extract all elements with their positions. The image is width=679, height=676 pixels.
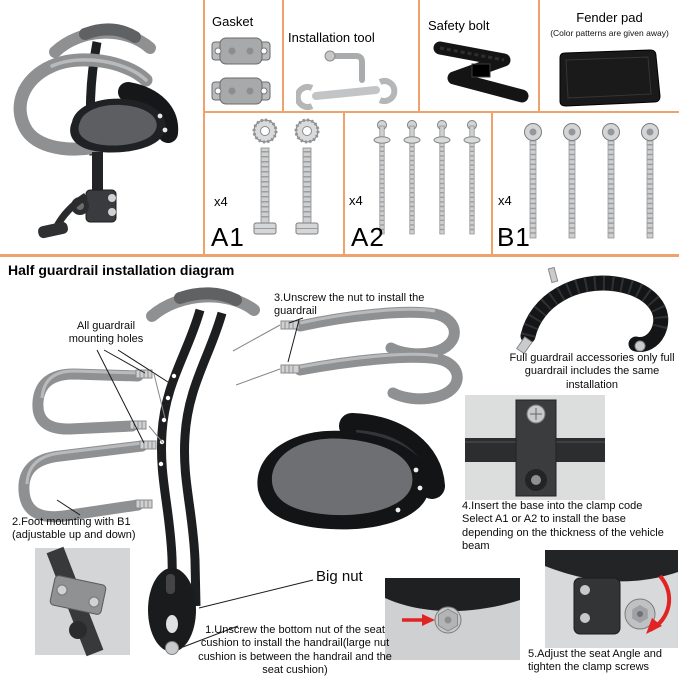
seat-drawing (257, 413, 445, 530)
product-photo-bike-seat-image (13, 23, 179, 239)
b1-code: B1 (497, 222, 531, 252)
b1-qty: x4 (498, 193, 512, 208)
a1-qty: x4 (214, 194, 228, 209)
label-step5: 5.Adjust the seat Angle and tighten the … (528, 648, 662, 674)
right-guardrail-drawing (280, 306, 463, 405)
a2-code: A2 (351, 222, 385, 252)
clamp-screw-photo (545, 550, 678, 648)
a1-code: A1 (211, 222, 245, 252)
grid-line-c5 (491, 113, 493, 254)
fender-pad-label: Fender pad (576, 10, 643, 25)
label-step2: 2.Foot mounting with B1 (adjustable up a… (12, 516, 136, 542)
fender-pad-image (559, 49, 661, 107)
left-guardrail-drawing (18, 368, 157, 523)
label-full-guardrail-note: Full guardrail accessories only full gua… (509, 352, 675, 391)
leader-lines (56, 317, 314, 648)
installation-tool-label: Installation tool (288, 30, 375, 45)
safety-strap-icon (433, 41, 529, 103)
a2-hardware-icon (373, 120, 481, 235)
grid-line-left (203, 0, 205, 254)
diagram-heading: Half guardrail installation diagram (8, 262, 235, 278)
gasket-label: Gasket (212, 14, 254, 29)
grid-line-c1 (282, 0, 284, 111)
handlebar-drawing (146, 287, 260, 322)
big-nut-photo (385, 578, 520, 660)
section-divider (0, 254, 679, 257)
seat-frame-drawing (148, 308, 227, 655)
label-mounting-holes: All guardrail mounting holes (68, 320, 144, 346)
full-guardrail-image (516, 266, 669, 355)
gasket-icon (211, 37, 271, 105)
label-step3: 3.Unscrew the nut to install the guardra… (274, 292, 425, 318)
clamp-base-photo (465, 395, 605, 500)
a2-qty: x4 (349, 193, 363, 208)
grid-line-c3 (538, 0, 540, 111)
label-big-nut: Big nut (316, 568, 363, 585)
a1-hardware-icon (252, 118, 320, 235)
foot-mount-photo (35, 546, 130, 657)
grid-line-c4 (343, 113, 345, 254)
installation-diagram-canvas (18, 266, 678, 660)
grid-line-c2 (418, 0, 420, 111)
label-step4: 4.Insert the base into the clamp code Se… (462, 500, 664, 553)
safety-bolt-label: Safety bolt (428, 18, 490, 33)
wrench-icon (296, 50, 398, 110)
insertion-guide-lines (148, 324, 281, 444)
grid-line-row (203, 111, 679, 113)
b1-hardware-icon (524, 123, 659, 239)
fender-pad-note: (Color patterns are given away) (550, 28, 669, 38)
label-step1: 1.Unscrew the bottom nut of the seat cus… (198, 624, 392, 676)
